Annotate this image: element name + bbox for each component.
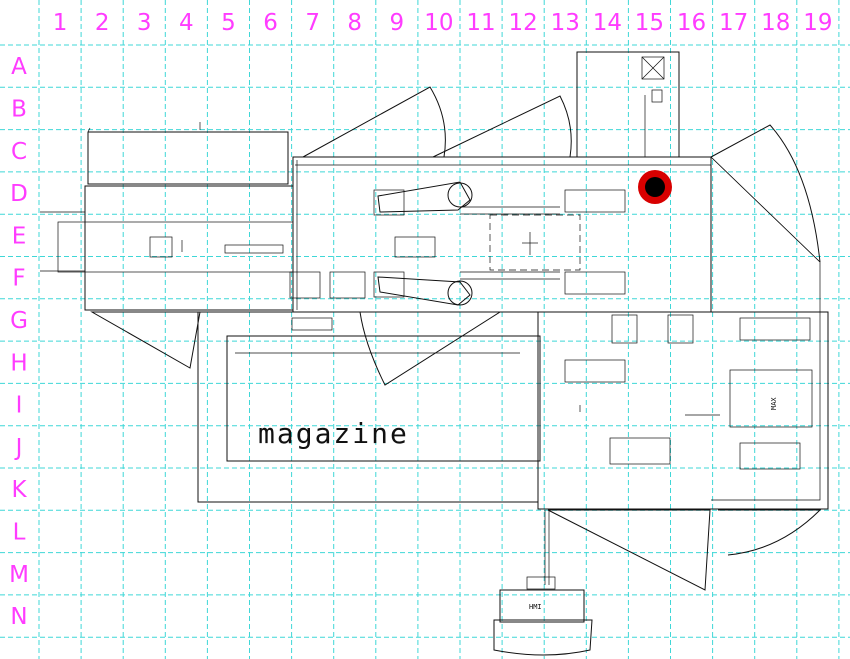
grid-column-label: 1 (53, 10, 68, 36)
grid-row-label: K (11, 477, 27, 503)
grid-column-label: 9 (390, 10, 405, 36)
control-box (729, 369, 813, 428)
grid-row-label: C (11, 139, 27, 165)
grid-row-label: N (10, 604, 27, 630)
grid-column-label: 11 (466, 10, 495, 36)
grid-row-label: I (16, 393, 23, 419)
top-left-cabinet (87, 131, 289, 185)
hmi-base (493, 619, 593, 656)
grid-row-label: B (11, 96, 27, 122)
grid-column-label: 18 (761, 10, 790, 36)
grid-row-label: G (10, 308, 28, 334)
grid-row-label: E (12, 223, 27, 249)
grid-row-label: M (9, 562, 29, 588)
grid-column-label: 4 (179, 10, 194, 36)
bottom-door-right (718, 509, 822, 556)
magazine-bay (226, 335, 541, 462)
lower-left-door (90, 311, 201, 369)
motor-unit (289, 271, 321, 299)
bottom-door-left (547, 509, 711, 591)
red-marker-center (645, 177, 665, 197)
grid-column-label: 16 (677, 10, 706, 36)
grid-row-label: L (13, 519, 26, 545)
grid-row-label: D (10, 181, 28, 207)
top-tower (576, 51, 680, 158)
right-door (710, 124, 821, 263)
grid-column-label: 15 (635, 10, 664, 36)
grid-column-label: 10 (424, 10, 453, 36)
grid-column-label: 5 (221, 10, 236, 36)
top-door-left (302, 86, 446, 158)
hmi-label: HMI (529, 603, 542, 611)
center-station (489, 214, 581, 271)
upper-belt-drive (377, 181, 471, 213)
grid-column-label: 2 (95, 10, 110, 36)
grid-column-label: 17 (719, 10, 748, 36)
grid-row-label: A (11, 54, 27, 80)
infeed-conveyor (57, 221, 294, 273)
grid-column-label: 19 (803, 10, 832, 36)
grid-column-label: 7 (305, 10, 320, 36)
grid-column-label: 12 (509, 10, 538, 36)
grid-column-label: 8 (347, 10, 362, 36)
grid-row-label: J (14, 435, 23, 461)
box-label: MAX (770, 397, 778, 410)
grid-row-label: F (12, 266, 25, 292)
lower-belt-drive (377, 276, 471, 306)
top-door-right (432, 95, 572, 158)
grid-column-label: 14 (593, 10, 622, 36)
magazine-label: magazine (258, 417, 409, 450)
upper-gripper-assembly (564, 189, 626, 213)
hmi-panel (499, 589, 585, 623)
magazine-door (359, 311, 502, 386)
left-infeed-frame (84, 185, 294, 311)
machine-outline (40, 51, 829, 656)
grid-column-label: 6 (263, 10, 278, 36)
grid-column-label: 3 (137, 10, 152, 36)
grid-row-label: H (10, 350, 27, 376)
grid-column-label: 13 (551, 10, 580, 36)
lower-gripper-assembly (564, 271, 626, 295)
right-lower-module (537, 311, 829, 510)
